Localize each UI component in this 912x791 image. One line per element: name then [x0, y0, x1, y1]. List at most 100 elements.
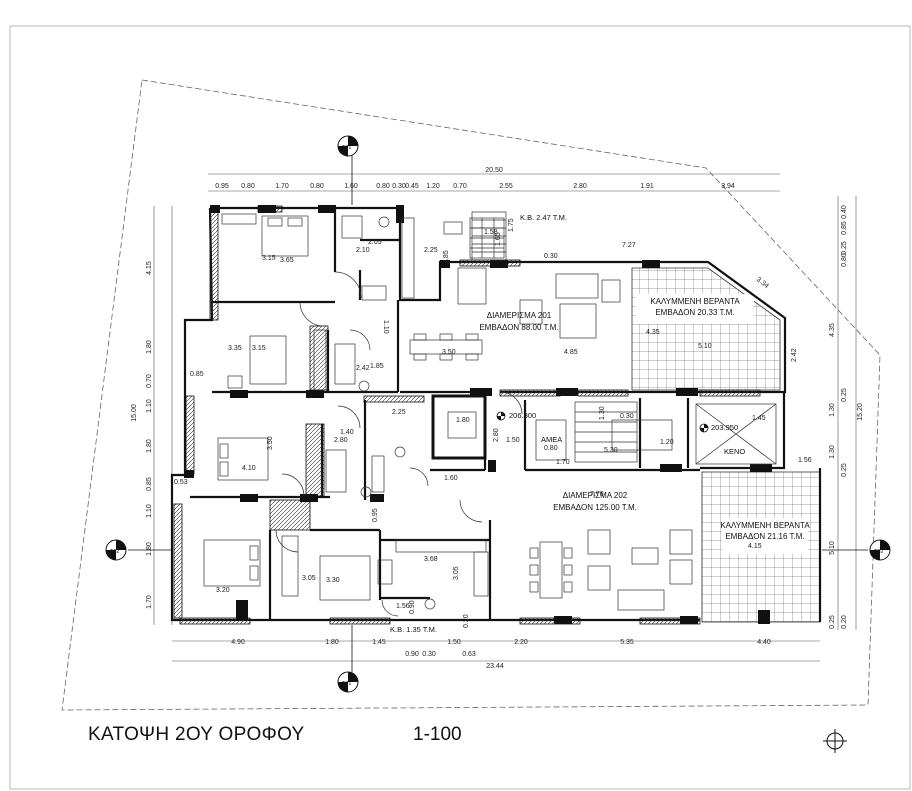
room-labels: ΔΙΑΜΕΡΙΣΜΑ 201 ΕΜΒΑΔΟΝ 88.00 Τ.Μ. ΔΙΑΜΕΡ… [390, 213, 810, 634]
bottom-sub-dim: 0.63 [462, 651, 476, 658]
interior-dim: 0.30 [544, 253, 558, 260]
bottom-total-dimension: 23.44 [486, 663, 504, 670]
interior-dim: 4.15 [748, 543, 762, 550]
top-dim: 0.70 [453, 183, 467, 190]
interior-dim: 3.50 [442, 349, 456, 356]
interior-dim: 2.42 [791, 348, 798, 362]
apartment-202-area: ΕΜΒΑΔΟΝ 125.00 Τ.Μ. [553, 503, 637, 512]
section-marker-label: T01 [342, 145, 351, 151]
right-dim: 0.80 [841, 253, 848, 267]
interior-dim: 3.15 [252, 345, 266, 352]
interior-dim: 0.95 [372, 508, 379, 522]
right-dim: 0.85 [841, 221, 848, 235]
top-dim: 1.20 [426, 183, 440, 190]
level-markers [496, 411, 709, 433]
interior-dim: 3.20 [216, 587, 230, 594]
bottom-dim: 2.20 [514, 639, 528, 646]
kb-top-label: Κ.Β. 2.47 Τ.Μ. [520, 213, 567, 222]
veranda-bottom-area: ΕΜΒΑΔΟΝ 21.16 Τ.Μ. [725, 532, 804, 541]
section-marker-t02-right: T02 [869, 539, 891, 561]
top-dim: 2.80 [573, 183, 587, 190]
interior-dim: 3.50 [267, 436, 274, 450]
top-dim: 0.45 [405, 183, 419, 190]
interior-dim: 1.56 [396, 603, 410, 610]
furniture [203, 211, 777, 617]
interior-dim: 2.85 [443, 250, 450, 264]
interior-dim: 0.85 [190, 371, 204, 378]
right-dim: 0.25 [841, 463, 848, 477]
apartment-201-name: ΔΙΑΜΕΡΙΣΜΑ 201 [487, 311, 552, 320]
top-dim: 2.55 [499, 183, 513, 190]
top-dim: 1.70 [275, 183, 289, 190]
apartment-201-area: ΕΜΒΑΔΟΝ 88.00 Τ.Μ. [479, 323, 558, 332]
interior-dim: 1.50 [506, 437, 520, 444]
left-dim: 0.85 [146, 477, 153, 491]
top-total-dimension: 20.50 [485, 167, 503, 174]
right-dim: 0.25 [841, 388, 848, 402]
plot-boundary [61, 79, 881, 711]
interior-dim: 1.65 [495, 232, 502, 246]
interior-dim: 3.30 [326, 577, 340, 584]
section-cuts [128, 155, 868, 672]
right-total-dimension: 15.20 [857, 403, 864, 421]
interior-dim: 3.34 [755, 276, 770, 290]
interior-dim: 2.80 [334, 437, 348, 444]
interior-dim: 2.80 [493, 428, 500, 442]
right-dim: 1.30 [829, 445, 836, 459]
ameas-label: ΑΜΕΑ [541, 435, 562, 444]
section-marker-label: T01 [342, 681, 351, 687]
right-dim: 4.35 [829, 323, 836, 337]
interior-dim: 1.40 [340, 429, 354, 436]
section-marker-t01-bottom: T01 [337, 671, 359, 693]
bottom-dim: 1.50 [447, 639, 461, 646]
section-marker-t02-left: T02 [105, 539, 127, 561]
north-arrow-icon [823, 729, 847, 753]
interior-dim: 1.60 [444, 475, 458, 482]
top-dim: 0.80 [310, 183, 324, 190]
interior-dim: 1.75 [508, 218, 515, 232]
interior-dim: 2.25 [392, 409, 406, 416]
interior-dim: 1.30 [599, 406, 606, 420]
apartment-202-name: ΔΙΑΜΕΡΙΣΜΑ 202 [563, 491, 628, 500]
columns [184, 205, 772, 624]
left-dim: 1.70 [146, 595, 153, 609]
bottom-dim: 1.45 [372, 639, 386, 646]
veranda-top-name: ΚΑΛΥΜΜΕΝΗ ΒΕΡΑΝΤΑ [650, 297, 740, 306]
left-dim: 4.15 [146, 261, 153, 275]
top-dim: 0.80 [376, 183, 390, 190]
drawing-scale: 1-100 [413, 724, 462, 745]
interior-dim: 0.53 [174, 479, 188, 486]
right-dim: 0.25 [841, 241, 848, 255]
bottom-sub-dim: 0.90 [405, 651, 419, 658]
bottom-dim: 4.40 [757, 639, 771, 646]
top-dim: 3.94 [721, 183, 735, 190]
interior-dim: 5.30 [604, 447, 618, 454]
veranda-bottom-label-bg [722, 518, 808, 554]
top-dim: 1.91 [640, 183, 654, 190]
interior-dim: 3.65 [280, 257, 294, 264]
level-b-label: 203.950 [711, 423, 738, 432]
interior-dim: 1.20 [660, 439, 674, 446]
top-dim: 0.95 [215, 183, 229, 190]
interior-dim: 0.30 [620, 413, 634, 420]
interior-dim: 3.68 [424, 556, 438, 563]
left-dim: 1.80 [146, 340, 153, 354]
interior-dim: 1.85 [370, 363, 384, 370]
sheet-frame [9, 25, 911, 790]
left-dim: 1.10 [146, 399, 153, 413]
right-dim: 0.20 [841, 615, 848, 629]
section-marker-label: T02 [874, 549, 883, 555]
section-marker-label: T02 [110, 549, 119, 555]
interior-dim: 2.25 [424, 247, 438, 254]
right-dimension-texts: 0.40 0.85 0.25 0.80 4.35 0.25 1.30 0.25 … [829, 205, 864, 629]
kb-bottom-label: Κ.Β. 1.35 Τ.Μ. [390, 625, 437, 634]
interior-dim: 0.80 [544, 445, 558, 452]
bottom-dim: 4.90 [231, 639, 245, 646]
left-dim: 1.10 [146, 504, 153, 518]
interior-dim: 1.56 [798, 457, 812, 464]
interior-dim: 5.10 [698, 343, 712, 350]
drawing-title: ΚΑΤΟΨΗ 2ΟΥ ΟΡΟΦΟΥ [88, 724, 305, 745]
interior-dim: 1.45 [752, 415, 766, 422]
top-dimension-texts: 20.50 0.95 0.80 1.70 0.80 1.60 0.80 0.30… [215, 167, 735, 190]
